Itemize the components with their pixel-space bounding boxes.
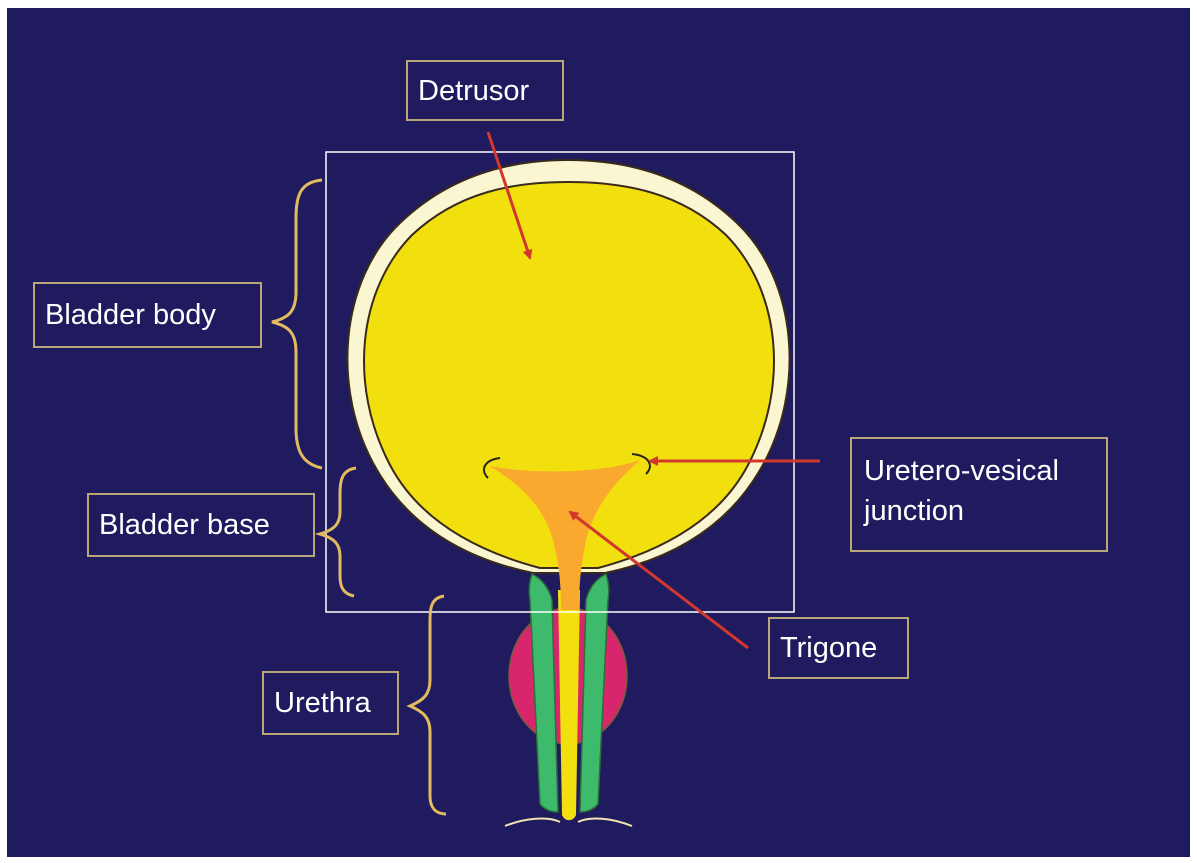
- label-trigone: Trigone: [768, 617, 909, 679]
- label-uretero-vesical-junction: Uretero-vesical junction: [850, 437, 1108, 552]
- label-uretero-vesical-line2: junction: [864, 491, 1094, 531]
- label-bladder-base: Bladder base: [87, 493, 315, 557]
- label-bladder-body: Bladder body: [33, 282, 262, 348]
- urethra-opening-right: [578, 819, 632, 826]
- urethra-lumen: [558, 590, 580, 820]
- bracket-urethra: [410, 596, 446, 814]
- label-detrusor: Detrusor: [406, 60, 564, 121]
- label-urethra: Urethra: [262, 671, 399, 735]
- bracket-bladder-body: [272, 180, 322, 468]
- label-uretero-vesical-line1: Uretero-vesical: [864, 451, 1094, 491]
- urethra-opening-left: [505, 819, 560, 826]
